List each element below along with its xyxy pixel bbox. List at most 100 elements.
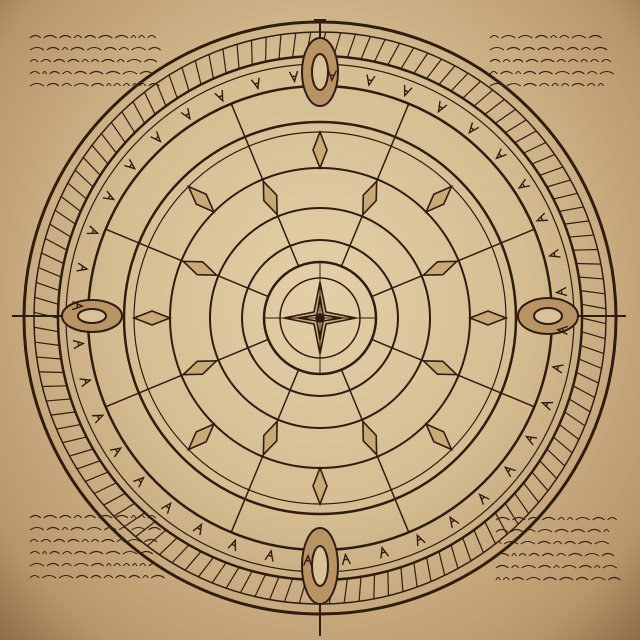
- script-stroke: [555, 70, 570, 75]
- script-stroke: [587, 528, 602, 533]
- script-stroke: [594, 540, 610, 545]
- script-stroke: [148, 82, 160, 87]
- band-tick: [250, 40, 253, 65]
- script-stroke: [601, 58, 612, 63]
- kite-mark: [421, 260, 459, 276]
- script-stroke: [58, 574, 74, 579]
- script-stroke: [575, 576, 589, 581]
- rune-glyph: [227, 538, 237, 552]
- kite-mark: [186, 184, 216, 214]
- script-stroke: [116, 538, 125, 543]
- band-tick: [484, 98, 505, 115]
- band-tick: [553, 192, 578, 200]
- script-stroke: [74, 70, 87, 75]
- script-stroke: [593, 46, 608, 51]
- script-stroke: [42, 70, 48, 75]
- script-stroke: [89, 550, 104, 555]
- band-tick: [44, 237, 68, 251]
- script-stroke: [572, 70, 585, 75]
- script-stroke: [518, 552, 527, 557]
- script-stroke: [511, 552, 517, 557]
- script-stroke: [590, 576, 606, 581]
- rune-glyph: [180, 108, 191, 121]
- script-stroke: [90, 562, 105, 567]
- script-stroke: [29, 34, 42, 39]
- kite-mark: [181, 360, 219, 376]
- script-stroke: [541, 516, 556, 521]
- band-tick: [62, 436, 87, 444]
- band-tick: [236, 44, 240, 69]
- band-tick: [581, 303, 606, 310]
- band-tick: [74, 169, 94, 188]
- script-stroke: [113, 82, 121, 87]
- kite-mark: [262, 179, 278, 217]
- rune-glyph: [403, 84, 413, 98]
- script-stroke: [148, 562, 160, 567]
- kite-mark: [421, 360, 459, 376]
- script-stroke: [62, 550, 72, 555]
- script-stroke: [142, 574, 149, 579]
- script-stroke: [86, 46, 102, 51]
- script-stroke: [537, 528, 553, 533]
- script-stroke: [520, 540, 536, 545]
- script-stroke: [566, 516, 574, 521]
- band-tick: [373, 574, 376, 599]
- script-stroke: [503, 540, 519, 545]
- script-stroke: [53, 58, 66, 63]
- script-stroke: [590, 58, 600, 63]
- band-tick: [580, 344, 604, 355]
- script-stroke: [567, 58, 579, 63]
- band-tick: [135, 521, 156, 538]
- script-stroke: [126, 538, 142, 543]
- script-stroke: [46, 526, 60, 531]
- script-stroke: [53, 538, 66, 543]
- band-tick: [546, 448, 566, 467]
- band-tick: [91, 144, 109, 165]
- script-stroke: [139, 70, 154, 75]
- rune-glyph: [133, 476, 145, 488]
- script-stroke: [578, 564, 592, 569]
- script-stroke: [116, 58, 125, 63]
- script-stroke: [29, 550, 40, 555]
- band-tick: [254, 574, 267, 597]
- script-stroke: [84, 34, 97, 39]
- rune-glyph: [102, 190, 116, 201]
- script-stroke: [143, 538, 158, 543]
- band-tick: [283, 578, 294, 602]
- script-stroke: [138, 514, 146, 519]
- rune-glyph: [540, 401, 554, 411]
- script-stroke: [580, 46, 591, 51]
- rune-glyph: [449, 515, 460, 528]
- script-stroke: [49, 70, 60, 75]
- band-tick: [208, 54, 215, 79]
- script-stroke: [607, 516, 618, 521]
- script-stroke: [489, 58, 501, 63]
- band-tick: [539, 166, 564, 176]
- band-tick: [581, 317, 607, 325]
- band-tick: [46, 398, 71, 402]
- script-stroke: [98, 514, 113, 519]
- script-stroke: [552, 46, 565, 51]
- script-stroke: [528, 552, 540, 557]
- rune-glyph: [554, 286, 568, 297]
- script-stroke: [101, 58, 115, 63]
- band-tick: [578, 358, 602, 369]
- script-stroke: [29, 82, 45, 87]
- band-tick: [49, 223, 72, 238]
- script-stroke: [525, 58, 539, 63]
- rune-glyph: [250, 77, 260, 91]
- script-stroke: [139, 550, 154, 555]
- corner-scribbles: [29, 34, 621, 581]
- script-stroke: [122, 562, 131, 567]
- script-stroke: [29, 70, 40, 75]
- script-stroke: [103, 526, 117, 531]
- script-stroke: [502, 58, 511, 63]
- script-stroke: [84, 514, 97, 519]
- script-stroke: [525, 528, 536, 533]
- script-stroke: [103, 574, 114, 579]
- script-stroke: [75, 574, 89, 579]
- script-stroke: [41, 574, 57, 579]
- script-stroke: [98, 34, 113, 39]
